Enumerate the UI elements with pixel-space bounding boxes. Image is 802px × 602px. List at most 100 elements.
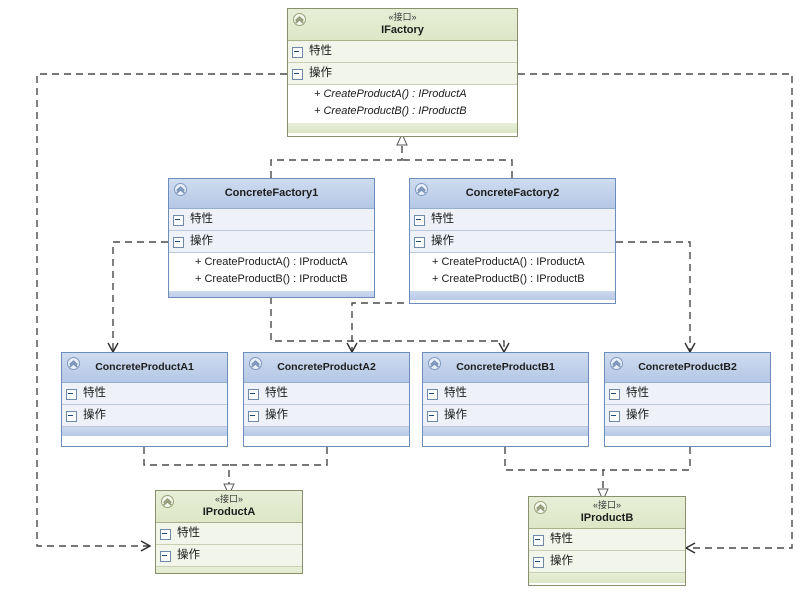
concrete-product-b2-footer xyxy=(605,427,770,436)
class-box-concrete-factory2[interactable]: ConcreteFactory2 特性 操作 + CreateProductA(… xyxy=(409,178,616,304)
concrete-product-a1-footer xyxy=(62,427,227,436)
concrete-product-a2-footer xyxy=(244,427,409,436)
edge-ifactory-depends-iproductb xyxy=(518,73,793,548)
concrete-product-b2-name: ConcreteProductB2 xyxy=(638,361,737,373)
operations-label: 操作 xyxy=(550,555,573,567)
concrete-product-a1-name: ConcreteProductA1 xyxy=(95,361,194,373)
ifactory-attributes-row[interactable]: 特性 xyxy=(288,41,517,63)
iproduct-b-header: «接口» IProductB xyxy=(529,497,685,529)
minus-box-icon[interactable] xyxy=(173,215,184,226)
minus-box-icon[interactable] xyxy=(66,389,77,400)
concrete-product-b2-header: ConcreteProductB2 xyxy=(605,353,770,383)
edge-cpa1-realizes-iproducta xyxy=(143,447,235,497)
iproduct-b-stereotype: «接口» xyxy=(592,500,621,510)
minus-box-icon[interactable] xyxy=(533,535,544,546)
minus-box-icon[interactable] xyxy=(66,411,77,422)
iproduct-a-attributes-row[interactable]: 特性 xyxy=(156,523,302,545)
class-badge-icon xyxy=(534,501,547,514)
concrete-product-a2-header: ConcreteProductA2 xyxy=(244,353,409,383)
iproduct-a-operations-row[interactable]: 操作 xyxy=(156,545,302,567)
concrete-factory1-operations-row[interactable]: 操作 xyxy=(169,231,374,253)
iproduct-a-name: IProductA xyxy=(202,506,256,518)
class-badge-icon xyxy=(249,357,262,370)
ifactory-attributes-label: 特性 xyxy=(309,45,332,57)
concrete-product-a2-operations-row[interactable]: 操作 xyxy=(244,405,409,427)
iproduct-a-stereotype: «接口» xyxy=(214,494,243,504)
operation-item: + CreateProductA() : IProductA xyxy=(314,88,467,100)
iproduct-b-attributes-row[interactable]: 特性 xyxy=(529,529,685,551)
minus-box-icon[interactable] xyxy=(292,47,303,58)
class-box-concrete-product-a1[interactable]: ConcreteProductA1 特性 操作 xyxy=(61,352,228,447)
edge-cf1-realizes-ifactory xyxy=(270,132,408,178)
ifactory-footer xyxy=(288,123,517,133)
operation-item: + CreateProductB() : IProductB xyxy=(195,273,348,285)
class-badge-icon xyxy=(67,357,80,370)
attributes-label: 特性 xyxy=(265,387,288,399)
edge-cf2-creates-cpa2 xyxy=(352,302,512,352)
attributes-label: 特性 xyxy=(83,387,106,399)
minus-box-icon[interactable] xyxy=(609,411,620,422)
operations-label: 操作 xyxy=(265,409,288,421)
concrete-product-b2-attributes-row[interactable]: 特性 xyxy=(605,383,770,405)
concrete-factory1-attributes-row[interactable]: 特性 xyxy=(169,209,374,231)
iproduct-b-footer xyxy=(529,573,685,583)
edge-ifactory-depends-iproducta xyxy=(36,73,287,546)
minus-box-icon[interactable] xyxy=(609,389,620,400)
class-box-iproduct-a[interactable]: «接口» IProductA 特性 操作 xyxy=(155,490,303,574)
iproduct-a-footer xyxy=(156,567,302,573)
minus-box-icon[interactable] xyxy=(248,411,259,422)
class-box-concrete-product-b1[interactable]: ConcreteProductB1 特性 操作 xyxy=(422,352,589,447)
operation-item: + CreateProductA() : IProductA xyxy=(195,256,348,268)
concrete-product-a1-attributes-row[interactable]: 特性 xyxy=(62,383,227,405)
attributes-label: 特性 xyxy=(626,387,649,399)
class-box-concrete-product-a2[interactable]: ConcreteProductA2 特性 操作 xyxy=(243,352,410,447)
iproduct-b-operations-row[interactable]: 操作 xyxy=(529,551,685,573)
ifactory-operations-label: 操作 xyxy=(309,67,332,79)
concrete-factory1-operations-list: + CreateProductA() : IProductA + CreateP… xyxy=(169,253,374,291)
operation-item: + CreateProductB() : IProductB xyxy=(432,273,585,285)
class-badge-icon xyxy=(415,183,428,196)
concrete-factory2-operations-row[interactable]: 操作 xyxy=(410,231,615,253)
class-box-ifactory[interactable]: «接口» IFactory 特性 操作 + CreateProductA() :… xyxy=(287,8,518,137)
minus-box-icon[interactable] xyxy=(414,237,425,248)
concrete-product-b1-footer xyxy=(423,427,588,436)
attributes-label: 特性 xyxy=(190,213,213,225)
operations-label: 操作 xyxy=(190,235,213,247)
operation-item: + CreateProductB() : IProductB xyxy=(314,105,467,117)
class-badge-icon xyxy=(428,357,441,370)
minus-box-icon[interactable] xyxy=(248,389,259,400)
class-badge-icon xyxy=(161,495,174,508)
class-box-iproduct-b[interactable]: «接口» IProductB 特性 操作 xyxy=(528,496,686,586)
attributes-label: 特性 xyxy=(431,213,454,225)
minus-box-icon[interactable] xyxy=(427,411,438,422)
class-badge-icon xyxy=(293,13,306,26)
concrete-product-b2-operations-row[interactable]: 操作 xyxy=(605,405,770,427)
minus-box-icon[interactable] xyxy=(414,215,425,226)
ifactory-stereotype: «接口» xyxy=(388,12,417,22)
minus-box-icon[interactable] xyxy=(160,529,171,540)
concrete-product-a1-operations-row[interactable]: 操作 xyxy=(62,405,227,427)
minus-box-icon[interactable] xyxy=(173,237,184,248)
operations-label: 操作 xyxy=(177,549,200,561)
class-box-concrete-product-b2[interactable]: ConcreteProductB2 特性 操作 xyxy=(604,352,771,447)
attributes-label: 特性 xyxy=(550,533,573,545)
edge-cpb2-realizes-iproductb xyxy=(603,447,691,471)
minus-box-icon[interactable] xyxy=(533,557,544,568)
concrete-product-b1-operations-row[interactable]: 操作 xyxy=(423,405,588,427)
concrete-product-b1-name: ConcreteProductB1 xyxy=(456,361,555,373)
ifactory-operations-list: + CreateProductA() : IProductA + CreateP… xyxy=(288,85,517,123)
concrete-factory2-attributes-row[interactable]: 特性 xyxy=(410,209,615,231)
class-badge-icon xyxy=(174,183,187,196)
operations-label: 操作 xyxy=(626,409,649,421)
operations-label: 操作 xyxy=(431,235,454,247)
concrete-factory1-name: ConcreteFactory1 xyxy=(224,187,319,199)
class-box-concrete-factory1[interactable]: ConcreteFactory1 特性 操作 + CreateProductA(… xyxy=(168,178,375,298)
attributes-label: 特性 xyxy=(444,387,467,399)
minus-box-icon[interactable] xyxy=(427,389,438,400)
minus-box-icon[interactable] xyxy=(292,69,303,80)
minus-box-icon[interactable] xyxy=(160,551,171,562)
concrete-product-a2-attributes-row[interactable]: 特性 xyxy=(244,383,409,405)
ifactory-operations-row[interactable]: 操作 xyxy=(288,63,517,85)
concrete-product-b1-attributes-row[interactable]: 特性 xyxy=(423,383,588,405)
